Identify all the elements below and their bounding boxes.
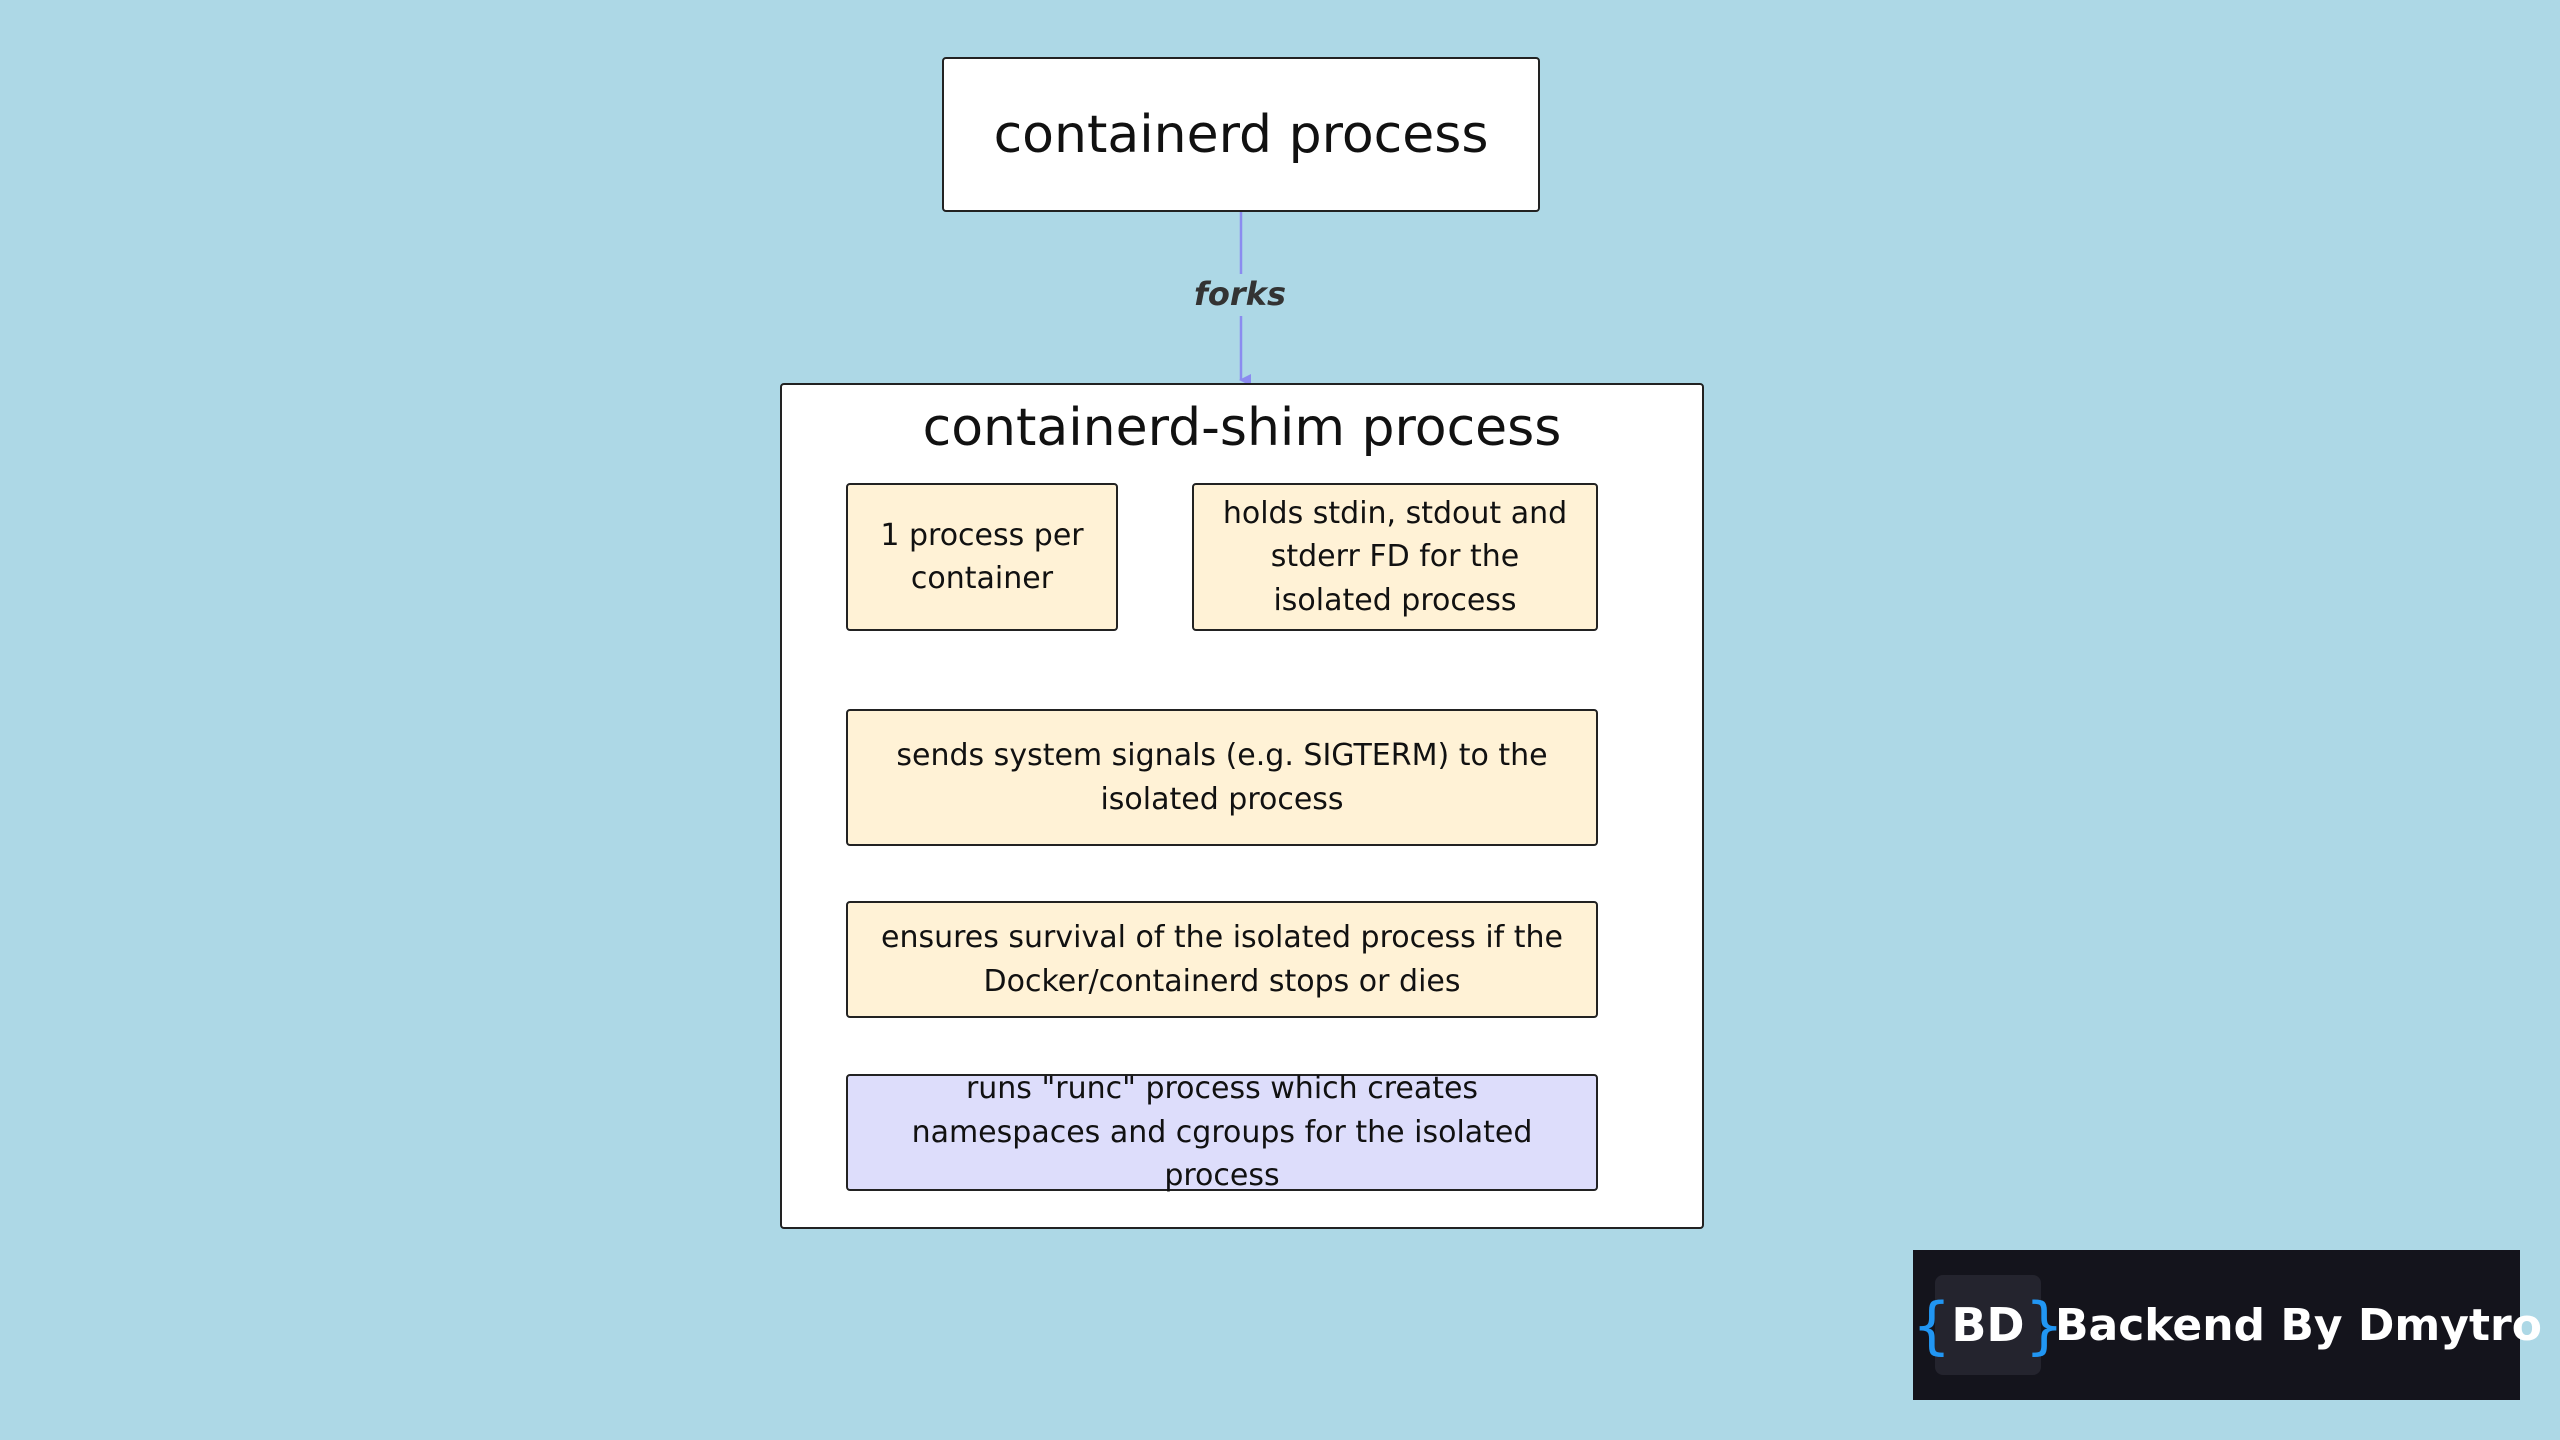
per-container-node: 1 process per container xyxy=(846,483,1118,631)
ensures-survival-node: ensures survival of the isolated process… xyxy=(846,901,1598,1018)
logo-close-brace: } xyxy=(2024,1288,2065,1362)
runs-runc-label: runs "runc" process which creates namesp… xyxy=(911,1071,1533,1194)
holds-fd-label: holds stdin, stdout and stderr FD for th… xyxy=(1222,495,1568,618)
brand-name: Backend By Dmytro xyxy=(2055,1299,2542,1351)
containerd-process-label: containerd process xyxy=(993,104,1489,165)
brand-logo-icon: { BD } xyxy=(1912,1275,2064,1375)
ensures-survival-label: ensures survival of the isolated process… xyxy=(880,920,1564,999)
logo-text: BD xyxy=(1951,1298,2025,1352)
containerd-shim-process-title: containerd-shim process xyxy=(922,398,1562,458)
runs-runc-node: runs "runc" process which creates namesp… xyxy=(846,1071,1598,1193)
forks-edge-label: forks xyxy=(1140,274,1340,316)
logo-open-brace: { xyxy=(1911,1288,1952,1362)
sends-signals-node: sends system signals (e.g. SIGTERM) to t… xyxy=(846,709,1598,846)
per-container-label: 1 process per container xyxy=(880,517,1084,597)
sends-signals-label: sends system signals (e.g. SIGTERM) to t… xyxy=(896,738,1548,817)
holds-fd-node: holds stdin, stdout and stderr FD for th… xyxy=(1192,483,1598,631)
brand-watermark: { BD } Backend By Dmytro xyxy=(1912,1250,2542,1400)
containerd-process-node: containerd process xyxy=(942,57,1540,212)
